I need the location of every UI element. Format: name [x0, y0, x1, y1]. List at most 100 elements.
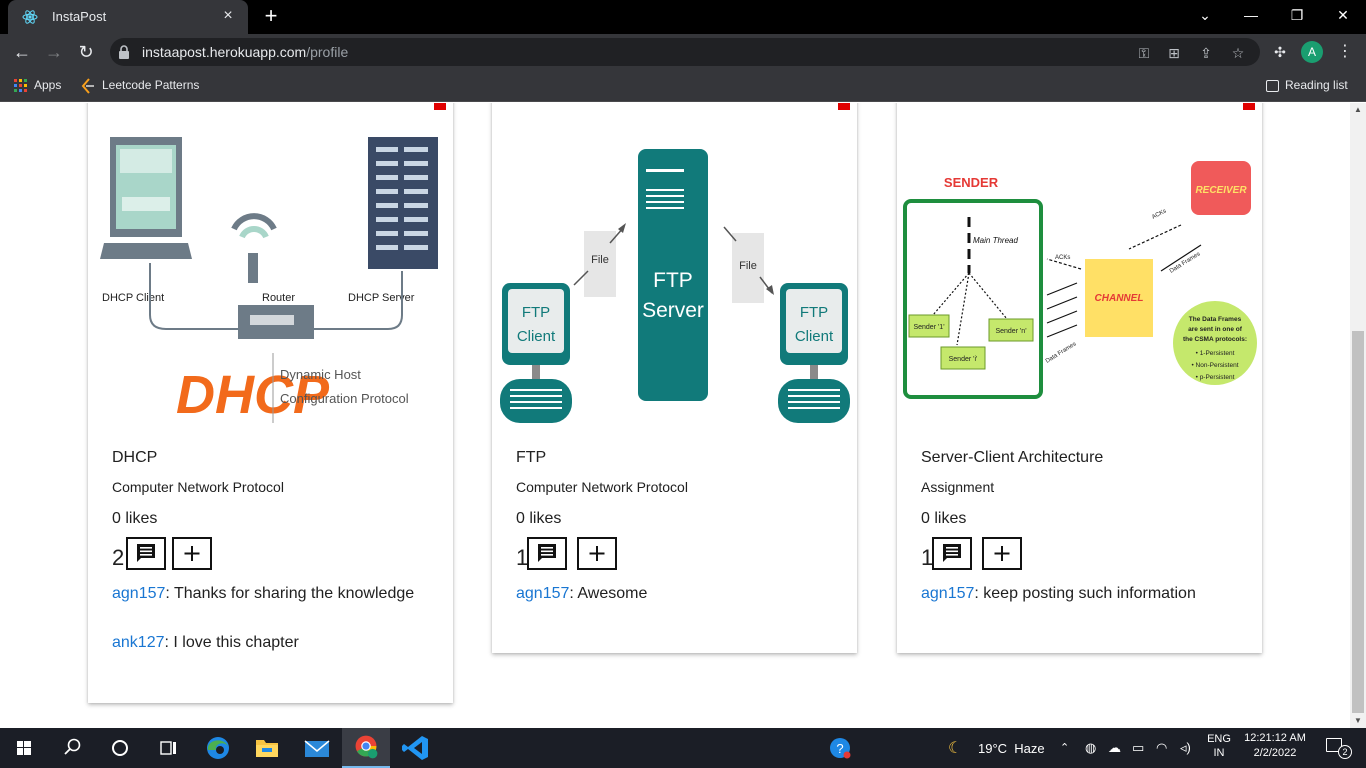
bookmark-star-icon[interactable]: ☆ [1231, 45, 1245, 61]
browser-titlebar: InstaPost × + ⌄ — ❐ ✕ [0, 0, 1366, 34]
language-line-2: IN [1213, 747, 1225, 759]
scrollbar-thumb[interactable] [1352, 331, 1364, 713]
profile-avatar[interactable]: A [1301, 41, 1323, 63]
page-scrollbar[interactable]: ▲ ▼ [1350, 103, 1366, 728]
cortana-icon[interactable] [96, 728, 144, 768]
extensions-puzzle-icon[interactable]: ✣ [1274, 44, 1286, 60]
notification-center-button[interactable]: 2 [1318, 728, 1358, 768]
comment-text: : keep posting such information [974, 585, 1196, 602]
main-thread-label: Main Thread [973, 236, 1018, 245]
meet-now-icon[interactable]: ◍ [1085, 740, 1097, 755]
new-tab-button[interactable]: + [264, 3, 278, 28]
post-category: Assignment [921, 479, 995, 495]
browser-tab[interactable]: InstaPost × [8, 0, 248, 34]
clock-date: 2/2/2022 [1253, 747, 1297, 759]
post-title: FTP [516, 449, 547, 466]
translate-icon[interactable]: ⊞ [1168, 45, 1180, 61]
add-comment-button[interactable] [982, 537, 1022, 570]
scroll-up-arrow-icon[interactable]: ▲ [1354, 105, 1362, 114]
bookmark-label: Leetcode Patterns [102, 78, 200, 92]
weather-widget[interactable]: ☾ 19°C Haze [944, 728, 1064, 768]
address-bar[interactable]: instaapost.herokuapp.com/profile ⚿ ⊞ ⇪ ☆ [110, 38, 1260, 66]
edge-browser-icon[interactable] [194, 728, 242, 768]
sender-1-label: Sender '1' [913, 324, 944, 331]
clock-time: 12:21:12 AM [1244, 732, 1306, 744]
bookmark-label: Apps [34, 78, 62, 92]
weather-icon: ☾ [948, 740, 963, 757]
tab-close-icon[interactable]: × [223, 7, 233, 24]
close-window-button[interactable]: ✕ [1337, 7, 1349, 23]
clock[interactable]: 12:21:12 AM 2/2/2022 [1240, 728, 1310, 768]
scroll-down-arrow-icon[interactable]: ▼ [1354, 716, 1362, 725]
reading-list-icon [1266, 79, 1279, 92]
comment-icon [538, 544, 556, 562]
dhcp-desc-1: Dynamic Host [280, 367, 361, 382]
minimize-button[interactable]: — [1244, 7, 1258, 23]
bookmark-leetcode[interactable]: Leetcode Patterns [80, 77, 199, 94]
windows-start-icon[interactable] [0, 728, 48, 768]
weather-text: 19°C Haze [978, 741, 1045, 756]
ftp-client-left-2: Client [517, 328, 556, 345]
comment-user-link[interactable]: agn157 [921, 585, 975, 602]
ftp-server-label-2: Server [642, 299, 704, 322]
comment-user-link[interactable]: agn157 [112, 585, 166, 602]
search-icon[interactable] [48, 728, 96, 768]
add-comment-button[interactable] [577, 537, 617, 570]
key-icon[interactable]: ⚿ [1138, 45, 1150, 61]
browser-toolbar: ← → ↻ instaapost.herokuapp.com/profile ⚿… [0, 34, 1366, 70]
post-category: Computer Network Protocol [112, 479, 284, 495]
comment-text: : Thanks for sharing the knowledge [165, 585, 415, 602]
post-card: DHCP Client Router DHCP Server [88, 103, 453, 703]
wifi-icon[interactable]: ◠ [1156, 740, 1168, 755]
delete-trash-icon[interactable] [433, 103, 447, 110]
reading-list-button[interactable]: Reading list [1266, 77, 1348, 93]
delete-trash-icon[interactable] [1242, 103, 1256, 110]
battery-icon[interactable]: ▭ [1132, 740, 1145, 755]
plus-icon [589, 546, 605, 561]
profile-page: DHCP Client Router DHCP Server [0, 103, 1350, 728]
volume-icon[interactable]: ◃) [1180, 740, 1191, 755]
chrome-taskbar-icon[interactable] [342, 728, 390, 768]
comment-icon [137, 544, 155, 562]
delete-trash-icon[interactable] [837, 103, 851, 110]
task-view-icon[interactable] [144, 728, 192, 768]
comment-button[interactable] [932, 537, 972, 570]
dhcp-client-label: DHCP Client [102, 292, 164, 304]
restore-button[interactable]: ❐ [1290, 7, 1304, 23]
dhcp-logo: DHCP [176, 365, 330, 423]
forward-arrow-icon[interactable]: → [45, 42, 63, 62]
mail-icon[interactable] [293, 728, 341, 768]
reload-icon[interactable]: ↻ [78, 42, 94, 62]
comment-user-link[interactable]: ank127 [112, 634, 165, 651]
channel-label: CHANNEL [1095, 293, 1144, 304]
comment-item: ank127: I love this chapter [112, 633, 432, 652]
windows-taskbar: ? ☾ 19°C Haze ⌃ ◍ ☁ ▭ ◠ ◃) ENG IN 12:21:… [0, 728, 1366, 768]
file-explorer-icon[interactable] [243, 728, 291, 768]
language-indicator[interactable]: ENG IN [1204, 728, 1234, 768]
tab-search-icon[interactable]: ⌄ [1199, 7, 1211, 23]
ftp-client-left-1: FTP [522, 304, 550, 321]
vscode-icon[interactable] [392, 728, 440, 768]
show-hidden-icons-chevron-icon[interactable]: ⌃ [1060, 742, 1070, 754]
comment-button[interactable] [527, 537, 567, 570]
comment-count: 1 [516, 545, 529, 570]
post-title: Server-Client Architecture [921, 449, 1104, 466]
back-arrow-icon[interactable]: ← [13, 42, 31, 62]
onedrive-cloud-icon[interactable]: ☁ [1108, 740, 1121, 755]
comment-button[interactable] [126, 537, 166, 570]
comment-item: agn157: Awesome [516, 584, 836, 603]
sender-i-label: Sender 'i' [949, 356, 978, 363]
help-icon[interactable]: ? [816, 728, 864, 768]
comment-count: 2 [112, 545, 125, 570]
post-image-dhcp: DHCP Client Router DHCP Server [100, 137, 438, 423]
menu-dots-icon[interactable]: ⋮ [1337, 43, 1353, 60]
notification-count: 2 [1338, 745, 1352, 759]
tab-title: InstaPost [52, 9, 107, 24]
comment-user-link[interactable]: agn157 [516, 585, 570, 602]
bookmark-apps[interactable]: Apps [14, 77, 61, 93]
add-comment-button[interactable] [172, 537, 212, 570]
file-left-label: File [591, 254, 609, 266]
note-line-3: the CSMA protocols: [1183, 336, 1247, 343]
comment-text: : I love this chapter [164, 634, 299, 651]
share-icon[interactable]: ⇪ [1200, 45, 1212, 61]
